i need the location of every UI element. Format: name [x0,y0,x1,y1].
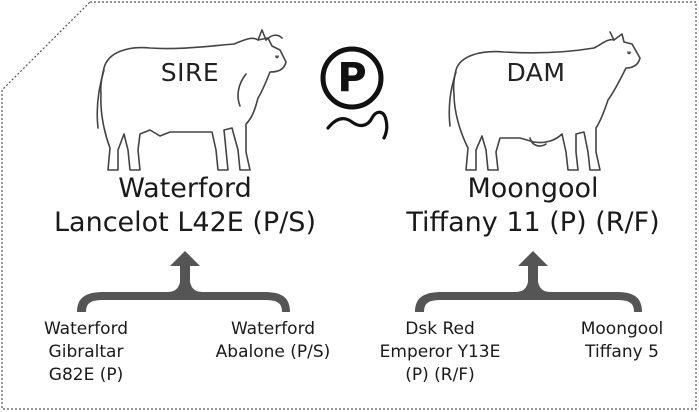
dam-name: Moongool Tiffany 11 (P) (R/F) [406,173,660,238]
sire-grandsire: Waterford Gibraltar G82E (P) [43,319,129,385]
sire-granddam: Waterford Abalone (P/S) [215,319,331,362]
bull-icon [96,29,287,171]
polled-p-icon [320,46,389,140]
dam-granddam: Moongool Tiffany 5 [580,319,664,362]
cow-icon [448,31,641,171]
sire-tag: SIRE [160,58,220,87]
dam-brace-arrow [415,251,642,312]
sire-name: Waterford Lancelot L42E (P/S) [54,173,316,238]
dam-tag: DAM [506,58,566,87]
dam-grandsire: Dsk Red Emperor Y13E (P) (R/F) [379,319,501,385]
sire-brace-arrow [77,251,290,312]
polled-p-letter: P [337,55,367,101]
